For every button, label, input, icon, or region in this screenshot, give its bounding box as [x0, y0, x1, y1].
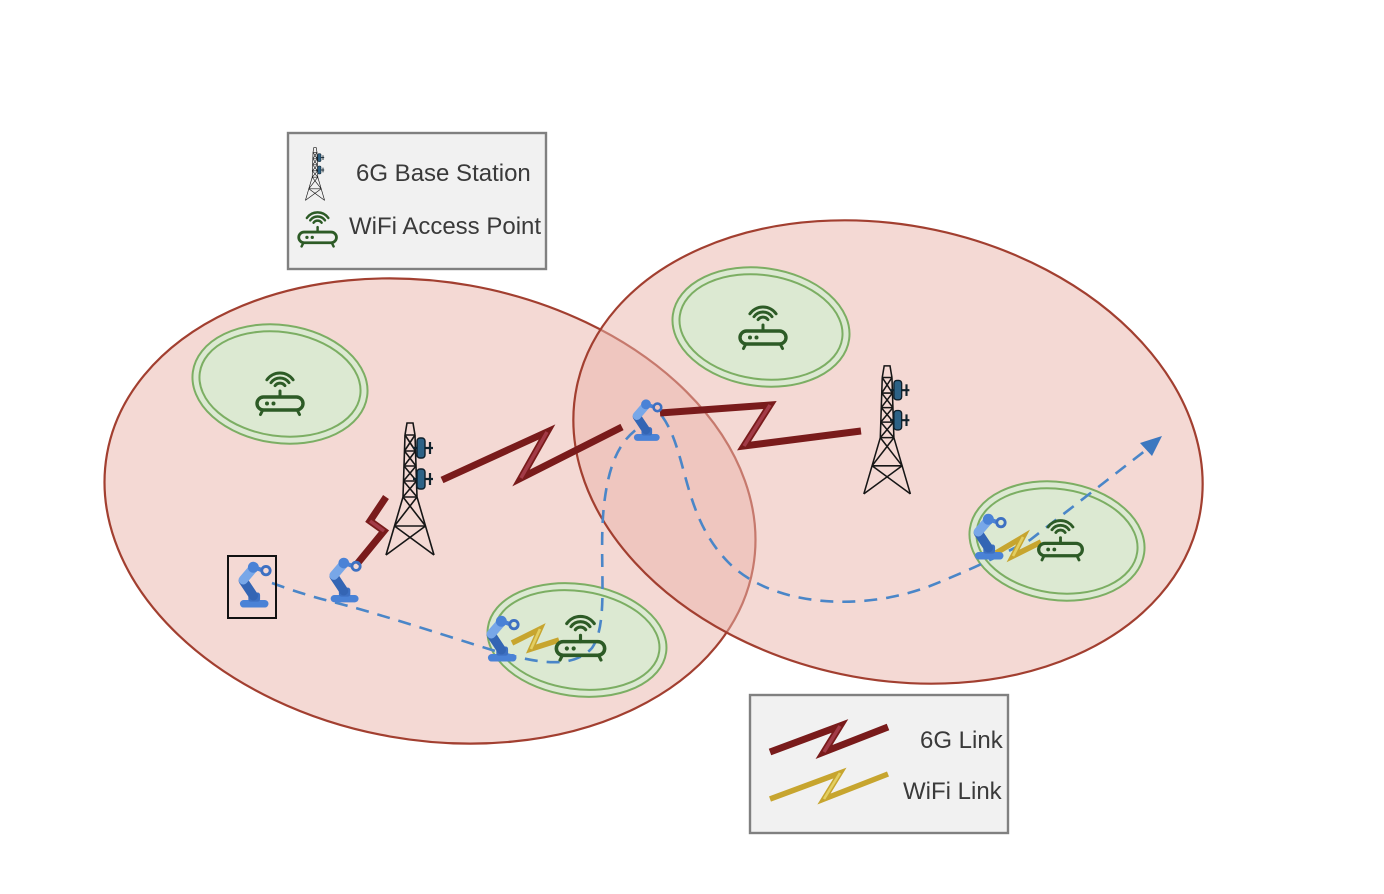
robot-trajectory-left: [271, 424, 642, 664]
link-6g-bolt-icon: [768, 719, 890, 760]
legend-label-wifi-ap: WiFi Access Point: [349, 213, 541, 240]
robot-arm-docked: [227, 555, 277, 619]
robot-trajectory-right: [660, 415, 1147, 603]
link-6g-tower1-to-robot-icon: [440, 423, 624, 487]
trajectory-arrowhead-icon: [1140, 436, 1162, 456]
legend-devices: 6G Base Station WiFi Access Point: [286, 131, 548, 271]
link-wifi-right-icon: [994, 529, 1043, 563]
legend-label-wifi-link: WiFi Link: [903, 778, 1003, 805]
link-6g-robot-to-tower2-icon: [659, 401, 862, 451]
dock-box: [227, 555, 277, 619]
wifi-zone-right: [968, 480, 1146, 602]
legend-links-box: [748, 693, 1010, 835]
legend-label-base-station: 6G Base Station: [356, 160, 531, 187]
wifi-zone-top-right: [671, 266, 851, 388]
legend-links: 6G Link WiFi Link: [748, 693, 1010, 835]
link-wifi-bottom-left-icon: [510, 623, 560, 654]
link-wifi-bolt-icon: [769, 767, 890, 805]
legend-label-6g-link: 6G Link: [920, 727, 1004, 754]
link-6g-tower1-to-ground-robot-icon: [354, 495, 390, 567]
legend-devices-box: [286, 131, 548, 271]
